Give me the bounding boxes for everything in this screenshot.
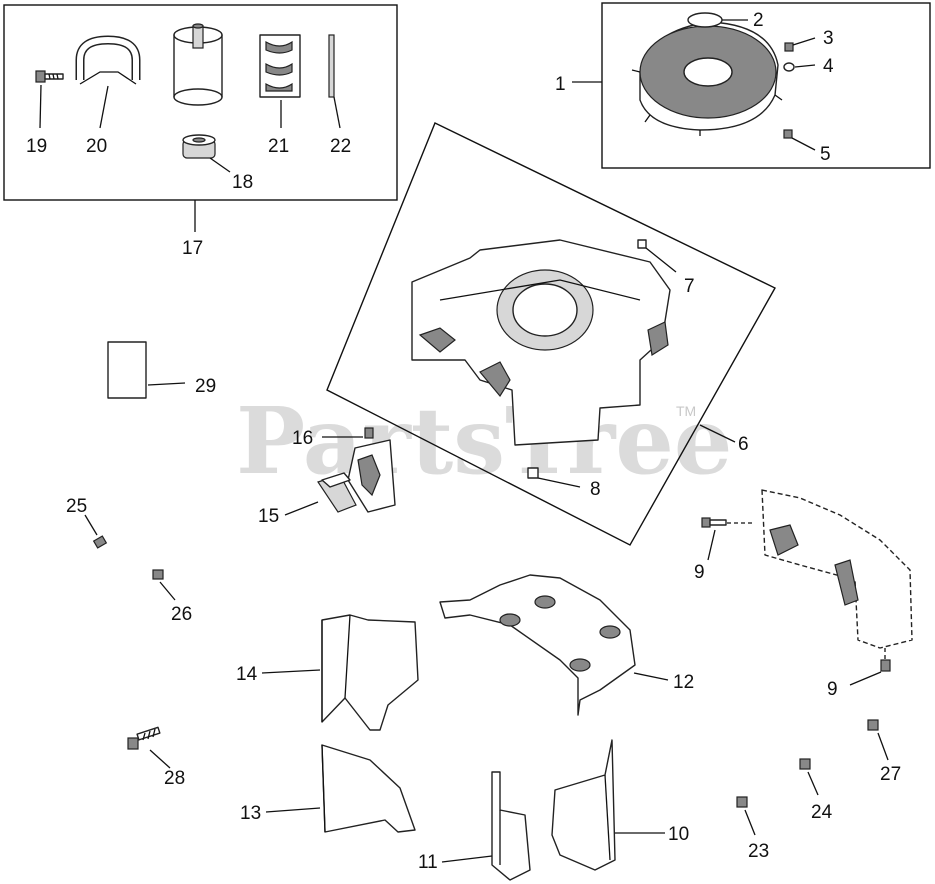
callout-24: 24 — [811, 802, 833, 823]
callout-5: 5 — [820, 144, 831, 165]
grommet-18-icon — [182, 134, 216, 159]
callout-21: 21 — [268, 136, 289, 157]
watermark: PartsTree TM — [236, 387, 732, 495]
callout-23: 23 — [748, 841, 769, 862]
callout-27: 27 — [880, 764, 901, 785]
baffle-plate-icon — [347, 439, 396, 513]
callout-28: 28 — [164, 768, 185, 789]
housing-section-icon — [761, 489, 913, 649]
strap-clamp-20-icon — [75, 35, 141, 85]
screw-25-icon — [92, 535, 108, 549]
callout-26: 26 — [171, 604, 192, 625]
callout-18: 18 — [232, 172, 253, 193]
callout-20: 20 — [86, 136, 107, 157]
callout-13: 13 — [240, 803, 261, 824]
cap-2-icon — [687, 12, 723, 28]
rod-22-icon — [328, 34, 335, 98]
blower-housing-6-icon — [411, 239, 671, 446]
label-29-icon — [107, 341, 147, 399]
bolt-28-icon — [127, 726, 161, 750]
clip-7-icon — [637, 239, 647, 249]
callout-2: 2 — [753, 10, 764, 31]
clip-8-icon — [527, 467, 539, 479]
bolt-9b-icon — [880, 659, 891, 672]
callout-8: 8 — [590, 479, 601, 500]
cylinder-canister-icon — [173, 23, 223, 106]
callout-12: 12 — [673, 672, 694, 693]
seal-15-icon — [317, 472, 357, 513]
callout-3: 3 — [823, 28, 834, 49]
callout-1: 1 — [555, 74, 566, 95]
baffle-13-icon — [321, 744, 416, 833]
callout-14: 14 — [236, 664, 258, 685]
watermark-tm: TM — [676, 403, 696, 419]
bracket-11-icon — [491, 771, 531, 881]
callout-4: 4 — [823, 56, 834, 77]
screw-3-icon — [784, 42, 794, 52]
shroud-cover-frame — [601, 2, 931, 169]
blower-housing-frame — [326, 122, 776, 546]
bolt-9a-icon — [701, 517, 727, 528]
screw-27-icon — [867, 719, 879, 731]
callout-22: 22 — [330, 136, 351, 157]
callout-29: 29 — [195, 376, 216, 397]
callout-10: 10 — [668, 824, 689, 845]
callout-7: 7 — [684, 276, 695, 297]
screw-24-icon — [799, 758, 811, 770]
washer-4-icon — [783, 62, 795, 72]
kit-group-frame — [3, 4, 398, 201]
screw-16-icon — [364, 427, 374, 439]
callout-9-lower: 9 — [827, 679, 838, 700]
callout-25: 25 — [66, 496, 87, 517]
screw-26-icon — [152, 569, 164, 580]
clip-bracket-21-icon — [259, 34, 301, 98]
callout-9-upper: 9 — [694, 562, 705, 583]
callout-15: 15 — [258, 506, 279, 527]
nut-5-icon — [783, 129, 793, 139]
callout-17: 17 — [182, 238, 203, 259]
callout-16: 16 — [292, 428, 313, 449]
fan-cover-1-icon — [631, 21, 783, 136]
screw-23-icon — [736, 796, 748, 808]
watermark-text: PartsTree — [236, 387, 732, 495]
callout-11: 11 — [418, 852, 438, 873]
bolt-19-icon — [35, 70, 64, 83]
baffle-10-icon — [551, 739, 616, 871]
callout-19: 19 — [26, 136, 47, 157]
shield-14-icon — [321, 614, 419, 731]
bracket-12-icon — [439, 574, 636, 716]
callout-labels: 1 2 3 4 5 6 7 8 9 9 10 11 12 13 14 15 16… — [26, 10, 901, 873]
callout-6: 6 — [738, 434, 749, 455]
